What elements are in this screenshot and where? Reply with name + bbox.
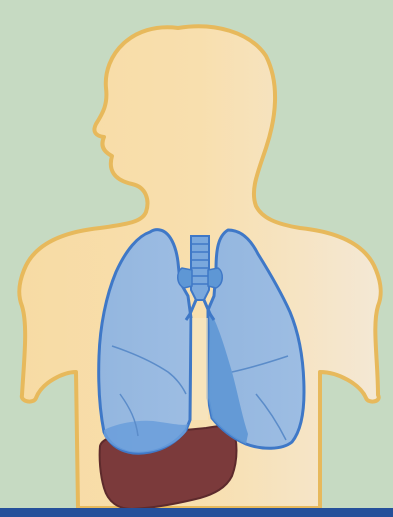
bottom-border-bar [0, 508, 393, 517]
mediastinum [192, 318, 208, 420]
